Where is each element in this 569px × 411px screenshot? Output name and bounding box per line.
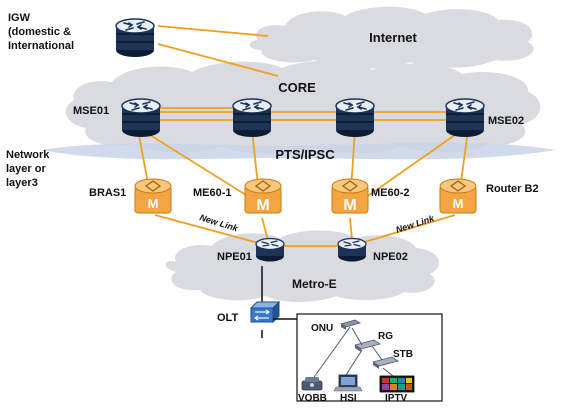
metro-e-cloud bbox=[165, 230, 439, 302]
onu-label: ONU bbox=[311, 323, 333, 334]
link-mse01-me60-1 bbox=[141, 129, 263, 206]
me60-1-label: ME60-1 bbox=[193, 187, 232, 199]
router-b2-label: Router B2 bbox=[486, 183, 539, 195]
core-cloud bbox=[65, 60, 541, 154]
npe02-label: NPE02 bbox=[373, 251, 408, 263]
internet-cloud bbox=[249, 6, 534, 69]
vobb-label: VOBB bbox=[298, 393, 327, 404]
mse01-router-icon bbox=[121, 98, 161, 138]
hsi-label: HSI bbox=[340, 393, 357, 404]
rg-device-icon bbox=[354, 339, 381, 352]
new-link-label-left: New Link bbox=[198, 212, 240, 233]
olt-arrows-icon bbox=[254, 309, 270, 321]
pts-ipsc-label: PTS/IPSC bbox=[275, 147, 335, 162]
me60-1-node: M bbox=[244, 178, 282, 214]
me60-2-node: M bbox=[331, 178, 369, 214]
npe01-router-icon bbox=[255, 237, 285, 263]
core-router-3-icon bbox=[335, 98, 375, 138]
link-mse02-me60-2 bbox=[354, 129, 463, 206]
npe02-router-icon bbox=[337, 237, 367, 263]
link-bras1-npe01 bbox=[154, 214, 263, 245]
igw-label-line2: (domestic & bbox=[8, 26, 71, 38]
onu-device-icon bbox=[340, 319, 361, 330]
metro-e-label: Metro-E bbox=[292, 277, 337, 291]
igw-router-icon bbox=[115, 18, 155, 58]
network-layer-label-line2: layer or bbox=[6, 163, 46, 175]
stb-device-icon bbox=[372, 356, 399, 369]
network-layer-label-line1: Network bbox=[6, 149, 50, 161]
me60-2-label: ME60-2 bbox=[371, 187, 410, 199]
mse02-label: MSE02 bbox=[488, 115, 524, 127]
rg-label: RG bbox=[378, 331, 393, 342]
mse01-label: MSE01 bbox=[73, 105, 109, 117]
npe01-label: NPE01 bbox=[217, 251, 252, 263]
mse02-router-icon bbox=[445, 98, 485, 138]
iptv-screen-icon bbox=[379, 375, 415, 393]
internet-label: Internet bbox=[369, 30, 417, 45]
new-link-label-right: New Link bbox=[395, 213, 437, 235]
link-igw-internet bbox=[157, 25, 269, 37]
link-me60-1-npe01 bbox=[261, 217, 269, 241]
bras1-label: BRAS1 bbox=[89, 187, 126, 199]
router-b2-m-letter: M bbox=[453, 196, 464, 211]
olt-label: OLT bbox=[217, 312, 238, 324]
router-b2-node: M bbox=[439, 178, 477, 214]
me60-2-m-letter: M bbox=[343, 197, 356, 214]
hsi-laptop-icon bbox=[333, 374, 363, 392]
link-igw-core bbox=[157, 43, 279, 77]
igw-label-line3: International bbox=[8, 40, 74, 52]
me60-1-m-letter: M bbox=[256, 197, 269, 214]
link-routerb2-npe02 bbox=[357, 214, 456, 245]
network-layer-label-line3: layer3 bbox=[6, 177, 38, 189]
bras1-m-letter: M bbox=[148, 196, 159, 211]
igw-label-line1: IGW bbox=[8, 12, 31, 24]
bras1-node: M bbox=[134, 178, 172, 214]
olt-switch bbox=[249, 300, 281, 324]
link-me60-2-npe02 bbox=[349, 217, 353, 241]
iptv-label: IPTV bbox=[385, 393, 408, 404]
vobb-phone-icon bbox=[301, 377, 323, 391]
stb-label: STB bbox=[393, 349, 413, 360]
core-router-2-icon bbox=[232, 98, 272, 138]
core-label: CORE bbox=[278, 80, 316, 95]
